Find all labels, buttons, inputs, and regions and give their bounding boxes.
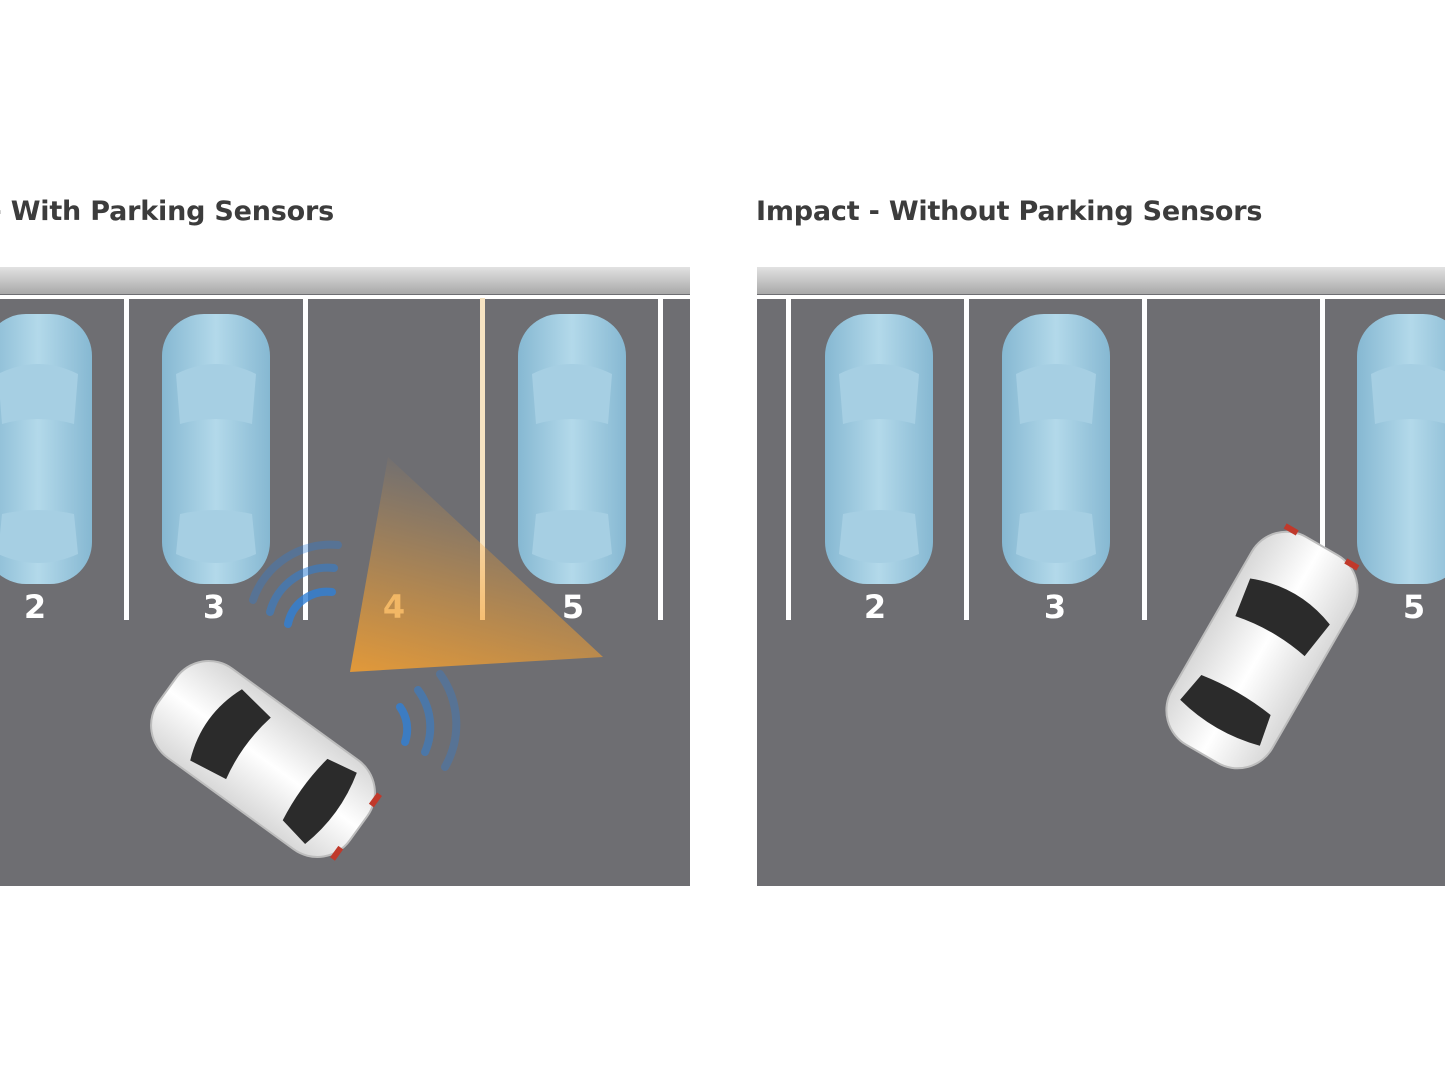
spot-number-3: 3 — [203, 588, 225, 626]
parking-lines — [786, 298, 1325, 620]
title-with-sensors: t - With Parking Sensors — [0, 196, 334, 227]
sensor-cone — [350, 457, 603, 672]
parked-car — [825, 314, 933, 584]
parked-car — [518, 314, 626, 584]
reversing-car — [150, 660, 382, 861]
parked-car — [1002, 314, 1110, 584]
reversing-car — [1165, 523, 1360, 770]
parking-lines — [124, 298, 663, 620]
curb-line — [0, 295, 690, 299]
curb — [0, 267, 690, 294]
spot-number-5: 5 — [1403, 588, 1425, 626]
parking-scene-with-sensors: 2 3 4 5 — [0, 267, 690, 886]
spot-number-3: 3 — [1044, 588, 1066, 626]
spot-number-2: 2 — [24, 588, 46, 626]
parking-scene-without-sensors: 2 3 5 — [757, 267, 1445, 886]
title-without-sensors: Impact - Without Parking Sensors — [756, 196, 1263, 227]
sensor-waves-icon — [249, 540, 461, 771]
spot-number-2: 2 — [864, 588, 886, 626]
curb — [757, 267, 1445, 294]
spot-number-5: 5 — [562, 588, 584, 626]
parked-car — [162, 314, 270, 584]
spot-number-4: 4 — [383, 588, 405, 626]
parked-car — [0, 314, 92, 584]
parked-car — [1357, 314, 1445, 584]
curb-line — [757, 295, 1445, 299]
